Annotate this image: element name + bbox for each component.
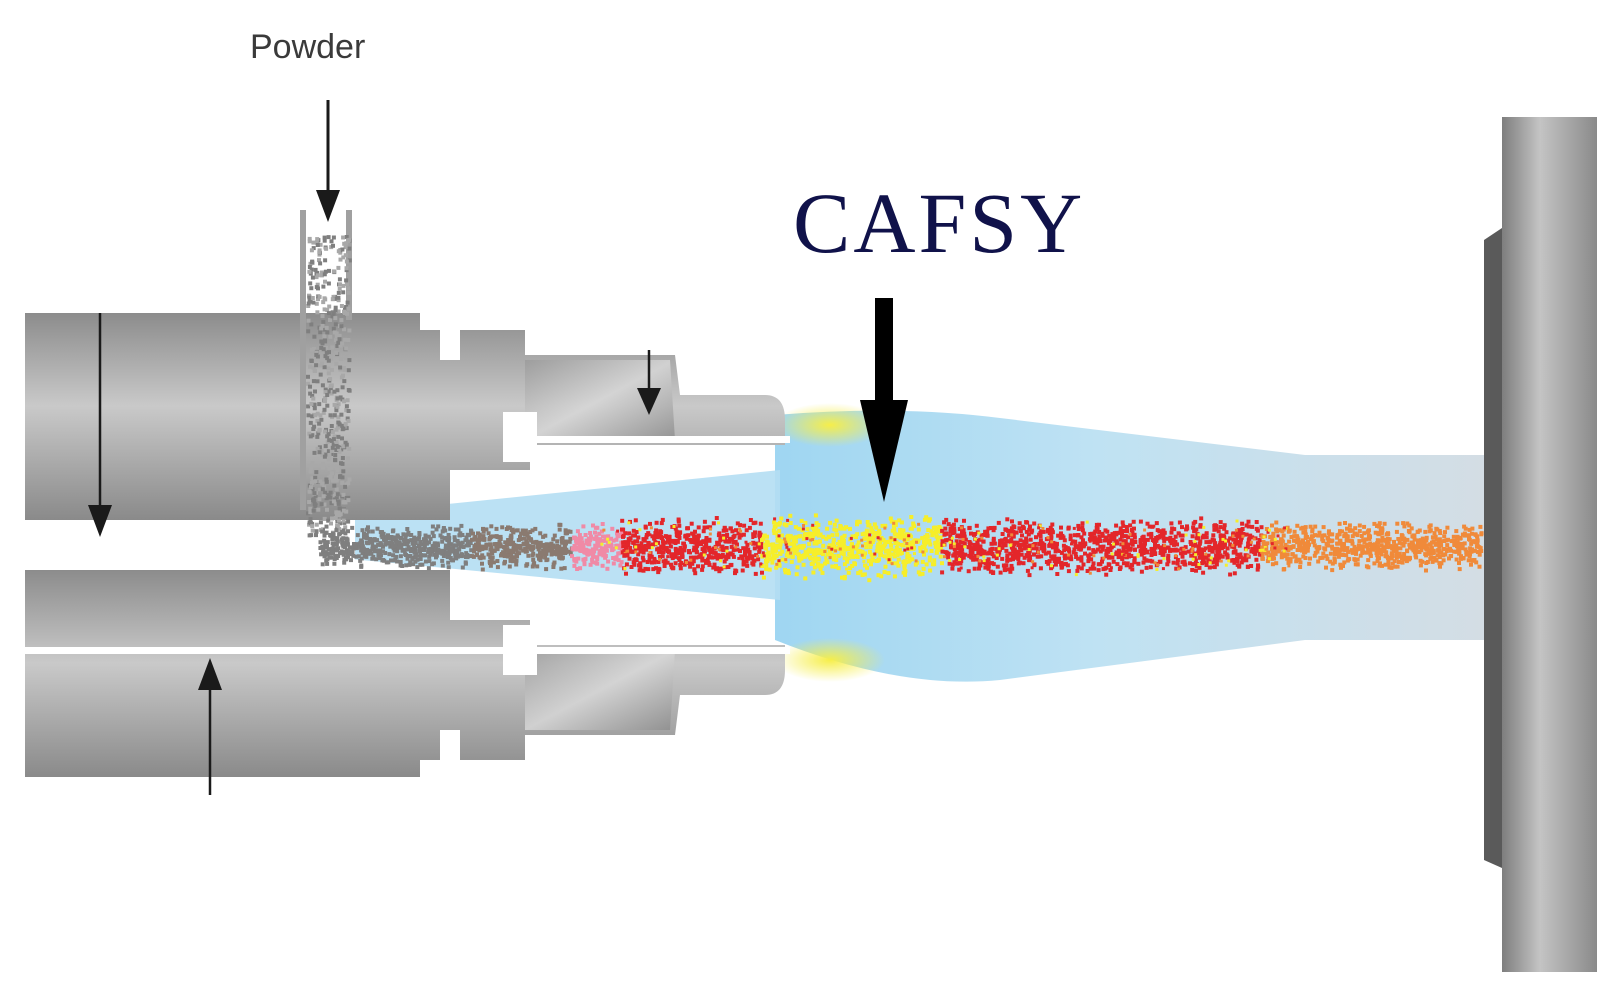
nozzle-upper-inner — [525, 360, 675, 440]
cafsy-label: CAFSY — [793, 175, 1085, 271]
channel-port-lower — [503, 625, 537, 675]
powder-label: Powder — [250, 28, 365, 66]
channel-port-upper — [503, 412, 537, 462]
powder-feed-tube-right — [346, 210, 352, 320]
substrate-plate — [1502, 117, 1597, 972]
flame-edge-bottom — [775, 638, 885, 682]
powder-feed-arrow — [316, 100, 340, 222]
gas-inlet-arrow-left — [88, 313, 112, 537]
powder-particle-stream — [306, 235, 1484, 583]
gas-channel-upper — [510, 436, 790, 443]
bore — [25, 520, 355, 570]
powder-feed-tube-left — [300, 210, 306, 510]
substrate-coating — [1484, 228, 1502, 868]
gas-inlet-arrow-upper — [637, 350, 661, 415]
cafsy-pointer-arrow — [860, 298, 908, 502]
flame-edge-top — [775, 403, 885, 447]
nozzle-lower-inner — [525, 650, 675, 730]
gas-inlet-arrow-lower — [198, 658, 222, 795]
gas-channel-lower — [25, 647, 790, 654]
